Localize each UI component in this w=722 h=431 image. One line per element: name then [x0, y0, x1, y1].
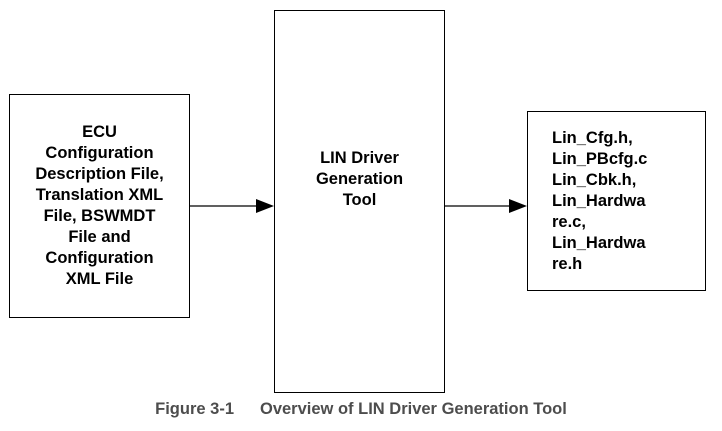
input-files-text: ECU Configuration Description File, Tran… [35, 122, 163, 290]
arrow-head [256, 199, 274, 213]
arrow-head [509, 199, 527, 213]
figure-caption: Figure 3-1 Overview of LIN Driver Generat… [0, 400, 722, 419]
input-line: Description File, [35, 165, 164, 183]
arrow-tool-to-output [445, 199, 527, 213]
output-line: Lin_Hardwa [552, 191, 646, 210]
output-line: Lin_Cbk.h, [552, 170, 637, 189]
input-line: Configuration [45, 144, 154, 162]
tool-line: Generation [315, 170, 404, 188]
output-line: Lin_Cfg.h, [552, 128, 633, 147]
output-files-box: Lin_Cfg.h, Lin_PBcfg.c Lin_Cbk.h, Lin_Ha… [527, 111, 706, 291]
generation-tool-box: LIN Driver Generation Tool [274, 10, 445, 393]
output-files-text: Lin_Cfg.h, Lin_PBcfg.c Lin_Cbk.h, Lin_Ha… [552, 128, 647, 275]
output-line: re.c, [552, 212, 586, 231]
tool-line: LIN Driver [320, 149, 399, 167]
tool-line: Tool [342, 191, 377, 209]
input-line: File and [68, 228, 131, 246]
input-files-box: ECU Configuration Description File, Tran… [9, 94, 190, 318]
input-line: XML File [65, 270, 134, 288]
generation-tool-text: LIN Driver Generation Tool [316, 148, 403, 211]
input-line: ECU [82, 123, 117, 141]
figure-number: Figure 3-1 [155, 400, 234, 418]
input-line: Configuration [45, 249, 154, 267]
output-line: Lin_PBcfg.c [552, 149, 648, 168]
arrow-input-to-tool [190, 199, 274, 213]
input-line: Translation XML [35, 186, 164, 204]
output-line: Lin_Hardwa [552, 233, 646, 252]
input-line: File, BSWMDT [43, 207, 156, 225]
figure-title: Overview of LIN Driver Generation Tool [260, 400, 567, 418]
output-line: re.h [552, 254, 583, 273]
